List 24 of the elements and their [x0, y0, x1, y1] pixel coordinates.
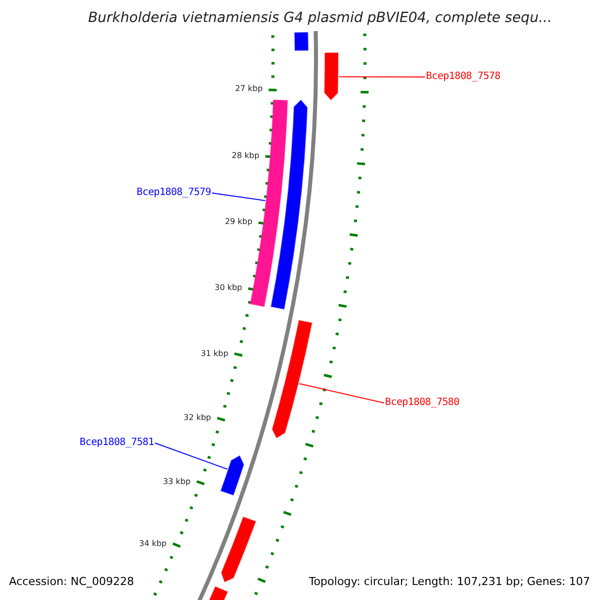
kbp-label: 27 kbp — [235, 84, 263, 94]
gene-feature — [270, 100, 308, 310]
kbp-label: 30 kbp — [214, 283, 242, 294]
kbp-label: 31 kbp — [200, 348, 228, 359]
gene-label: Bcep1808_7581 — [80, 436, 154, 450]
kbp-label: 28 kbp — [232, 150, 260, 161]
kbp-label: 33 kbp — [163, 476, 191, 487]
gene-label: Bcep1808_7580 — [385, 396, 460, 410]
gene-feature — [221, 516, 256, 582]
gene-feature — [272, 320, 312, 438]
accession-text: Accession: NC_009228 — [9, 574, 134, 590]
gene-label: Bcep1808_7578 — [426, 70, 500, 84]
gene-label: Bcep1808_7579 — [136, 186, 211, 200]
kbp-label: 34 kbp — [139, 539, 167, 550]
gene-feature — [220, 455, 244, 496]
kbp-label: 32 kbp — [184, 413, 212, 424]
leader-line — [338, 76, 426, 78]
leader-line — [212, 192, 266, 202]
gene-band — [294, 32, 308, 51]
leader-line — [298, 383, 384, 404]
kbp-label: 29 kbp — [224, 217, 252, 228]
summary-text: Topology: circular; Length: 107,231 bp; Genes: 107 — [308, 574, 590, 590]
gene-feature — [324, 52, 338, 100]
leader-line — [154, 442, 228, 470]
